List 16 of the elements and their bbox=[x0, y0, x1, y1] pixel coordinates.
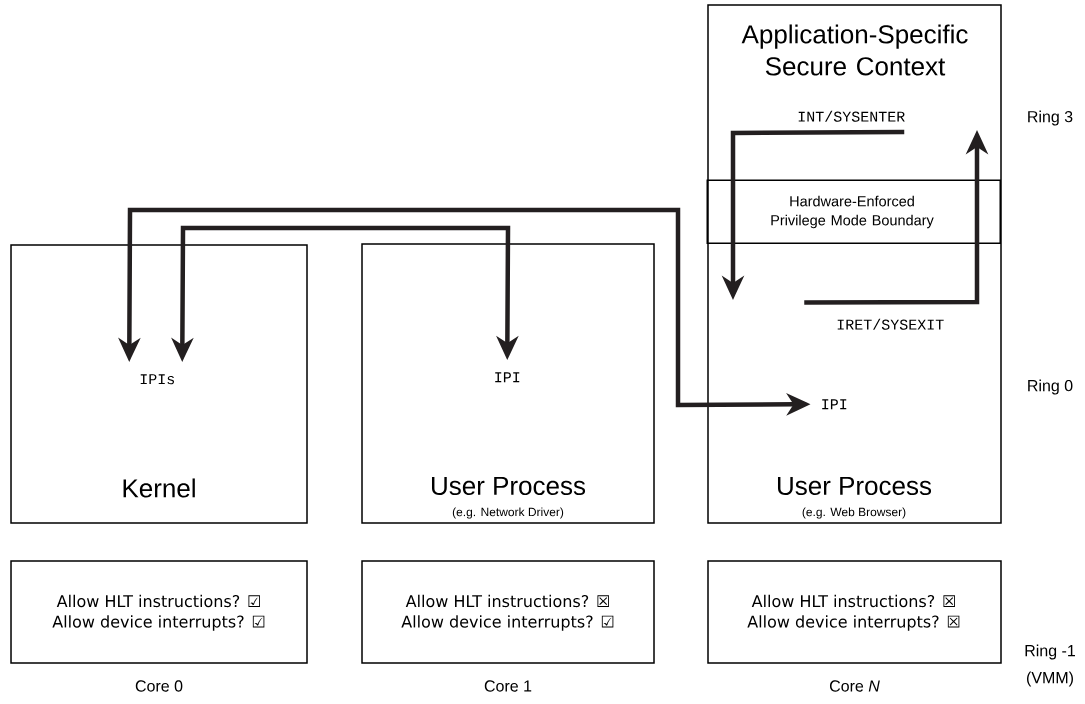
boundary-band: Hardware-Enforced Privilege Mode Boundary bbox=[706, 179, 1001, 244]
code-label: IRET/SYSEXIT bbox=[837, 318, 944, 330]
ring-label: Ring -1 bbox=[1025, 644, 1075, 660]
settings-box: Allow HLT instructions? ☑ Allow device interrupts? ☑ bbox=[10, 560, 308, 664]
ring-label: Ring 3 bbox=[1028, 110, 1073, 126]
code-label: IPI bbox=[495, 372, 520, 383]
core-label: Core 1 bbox=[484, 680, 532, 692]
settings-box: Allow HLT instructions? ☒ Allow device interrupts? ☑ bbox=[361, 560, 655, 664]
ring-label: Ring 0 bbox=[1028, 379, 1073, 395]
code-label: IPI bbox=[822, 399, 847, 410]
core-label: Core 0 bbox=[135, 680, 183, 692]
code-label: IPIs bbox=[140, 374, 174, 385]
code-label: INT/SYSENTER bbox=[798, 110, 905, 122]
ring-label: (VMM) bbox=[1027, 671, 1073, 687]
core-label: Core N bbox=[829, 680, 880, 692]
settings-box: Allow HLT instructions? ☒ Allow device interrupts? ☒ bbox=[707, 560, 1002, 664]
